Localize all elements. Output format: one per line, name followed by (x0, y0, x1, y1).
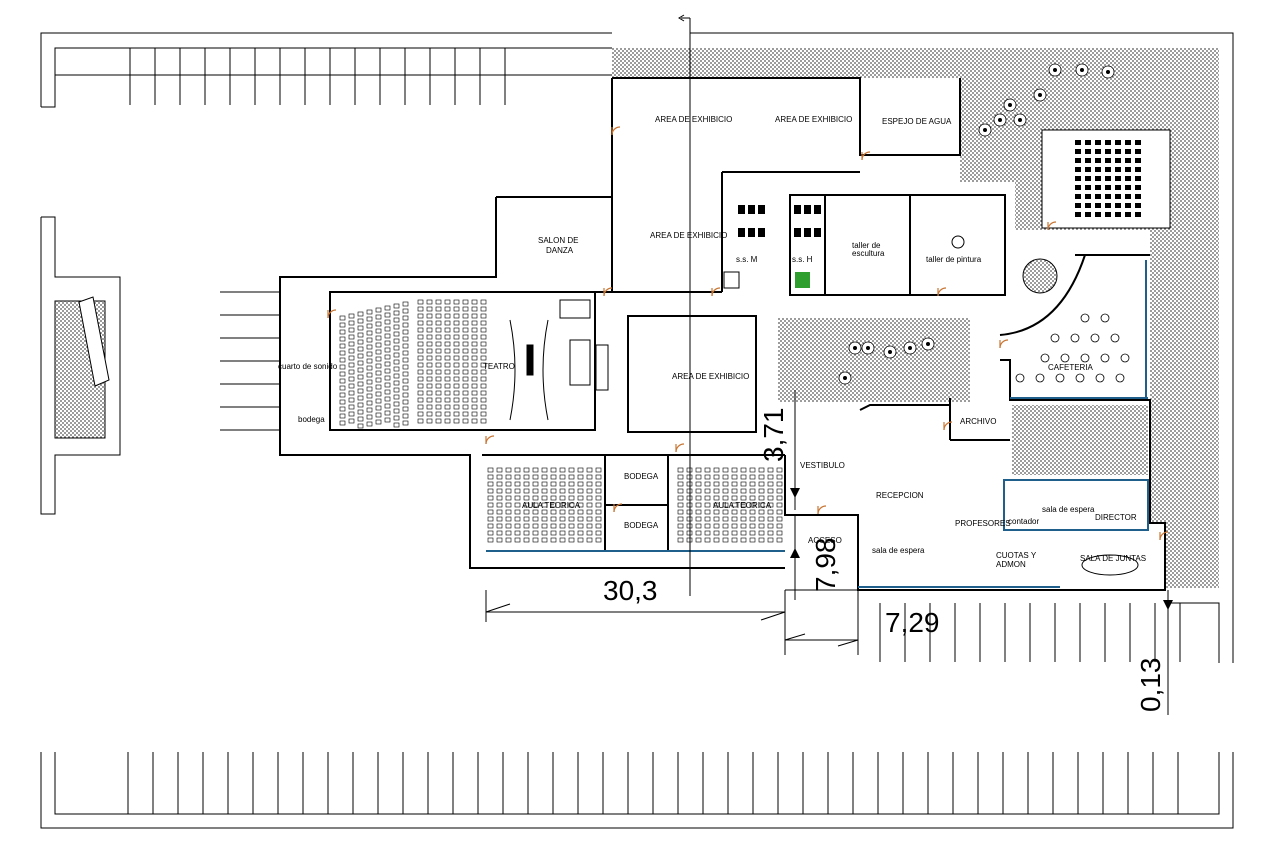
label-teatro: TEATRO (483, 362, 515, 371)
landscape-hatch (612, 48, 1219, 588)
theater-seating (339, 299, 487, 429)
label-vestibulo: VESTIBULO (800, 461, 845, 470)
painting-easel-circle (951, 235, 965, 249)
label-salon-danza-2: DANZA (546, 246, 574, 255)
garden-fountain (1022, 258, 1058, 294)
label-area-exhibicion-4: AREA DE EXHIBICIO (672, 372, 749, 381)
parking-bottom-stalls (127, 752, 1179, 814)
left-island (40, 216, 121, 515)
label-espejo-agua: ESPEJO DE AGUA (882, 117, 952, 126)
label-director: DIRECTOR (1095, 513, 1137, 522)
theater-stage (509, 299, 609, 421)
label-sala-espera-1: sala de espera (1042, 505, 1095, 514)
label-sala-espera-2: sala de espera (872, 546, 925, 555)
label-cuarto-sonido: cuarto de sonido (278, 362, 338, 371)
parking-top-stalls (129, 48, 506, 105)
dimension-lines (485, 390, 1169, 715)
label-profesores: PROFESORES (955, 519, 1011, 528)
classroom-seating (487, 467, 783, 543)
label-cuotas-1: CUOTAS Y (996, 551, 1037, 560)
axis-line (678, 14, 691, 596)
dimension-arrows (790, 488, 1173, 610)
label-salon-danza-1: SALON DE (538, 236, 578, 245)
label-archivo: ARCHIVO (960, 417, 996, 426)
dim-30-3: 30,3 (603, 575, 658, 606)
parking-left-stalls (220, 291, 280, 431)
label-bodega-2: BODEGA (624, 521, 659, 530)
label-area-exhibicion-2: AREA DE EXHIBICIO (775, 115, 852, 124)
parking-bottom (40, 752, 1234, 829)
dim-0-13: 0,13 (1135, 658, 1166, 713)
label-aula-teorica-2: AULA TEORICA (713, 501, 772, 510)
label-aula-teorica-1: AULA TEORICA (522, 501, 581, 510)
dim-7-98: 7,98 (810, 538, 841, 593)
site-outline (40, 32, 1234, 663)
parking-lower-right-stalls (879, 603, 1181, 662)
label-contador: contador (1008, 517, 1039, 526)
label-ss-h: s.s. H (792, 255, 813, 264)
label-cafeteria: CAFETERIA (1048, 363, 1094, 372)
label-ss-m: s.s. M (736, 255, 758, 264)
label-recepcion: RECEPCION (876, 491, 924, 500)
label-bodega-1: BODEGA (624, 472, 659, 481)
label-taller-pintura: taller de pintura (926, 255, 982, 264)
label-area-exhibicion-1-l1: AREA DE EXHIBICIO (655, 115, 732, 124)
restroom-fixtures (723, 205, 821, 289)
label-taller-escultura-2: escultura (852, 249, 885, 258)
label-sala-juntas: SALA DE JUNTAS (1080, 554, 1146, 563)
label-taller-escultura-1: taller de (852, 241, 881, 250)
label-bodega-small: bodega (298, 415, 325, 424)
outdoor-bleachers (1075, 140, 1141, 217)
dim-3-71: 3,71 (758, 408, 789, 463)
trees (838, 63, 1115, 385)
cafeteria-tables (1015, 313, 1130, 383)
dim-7-29: 7,29 (885, 607, 940, 638)
label-acceso: ACCESO (808, 536, 842, 545)
accent-walls (486, 260, 1149, 588)
room-labels: AREA DE EXHIBICIO AREA DE EXHIBICIO ESPE… (278, 115, 1146, 569)
building-walls (279, 77, 1166, 591)
meeting-table (1081, 554, 1139, 576)
doors (327, 126, 1169, 541)
label-area-exhibicion-3: AREA DE EXHIBICIO (650, 231, 727, 240)
label-cuotas-2: ADMON (996, 560, 1026, 569)
dimension-labels: 30,3 7,29 3,71 7,98 0,13 (603, 408, 1166, 713)
